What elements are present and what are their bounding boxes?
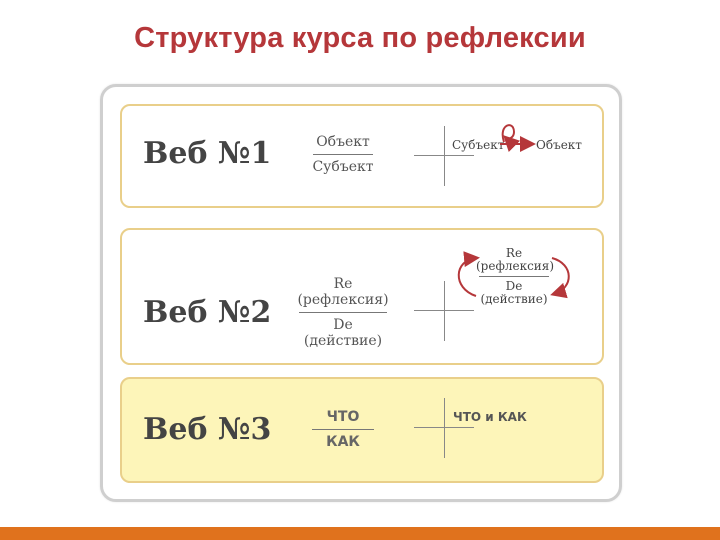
web2-title: Веб №2 (143, 295, 272, 330)
web2-cycle-reflection: (рефлексия) (476, 259, 555, 273)
cross-vertical-line (444, 398, 445, 458)
web2-cross (414, 281, 474, 341)
web1-denominator: Субъект (312, 159, 374, 175)
web1-cross (414, 126, 474, 186)
web2-cycle-fraction: Re (рефлексия) De (действие) (476, 246, 555, 306)
fraction-line (479, 276, 549, 277)
web3-cross (414, 398, 474, 458)
web2-denominator-action: (действие) (303, 333, 383, 349)
page-title: Структура курса по рефлексии (134, 22, 586, 54)
web2-cycle-de: De (505, 279, 523, 293)
web3-title: Веб №3 (143, 412, 272, 447)
footer-bar (0, 527, 720, 540)
web1-numerator: Объект (316, 134, 370, 150)
web3-numerator: ЧТО (326, 409, 360, 425)
fraction-line (299, 312, 387, 313)
web1-arrow-icon (500, 124, 536, 153)
web2-denominator-de: De (333, 317, 353, 333)
fraction-line (312, 429, 374, 430)
web2-card (120, 228, 604, 365)
cross-vertical-line (444, 281, 445, 341)
web1-object-label: Объект (536, 138, 582, 152)
web3-denominator: КАК (326, 434, 360, 450)
web3-card (120, 377, 604, 483)
web2-cycle-re: Re (505, 246, 523, 260)
web1-card (120, 104, 604, 208)
web2-cycle-action: (действие) (480, 292, 548, 306)
web3-result: ЧТО и КАК (453, 410, 527, 424)
web2-numerator-reflection: (рефлексия) (297, 292, 389, 308)
web1-fraction: Объект Субъект (305, 134, 381, 175)
web3-fraction: ЧТО КАК (310, 409, 376, 450)
web2-cycle-arrows-icon (457, 251, 570, 299)
web2-numerator-re: Re (333, 276, 353, 292)
cross-vertical-line (444, 126, 445, 186)
web1-title: Веб №1 (143, 136, 272, 171)
web2-fraction: Re (рефлексия) De (действие) (295, 276, 391, 349)
fraction-line (313, 154, 373, 155)
web1-subject-label: Субъект (452, 138, 505, 152)
